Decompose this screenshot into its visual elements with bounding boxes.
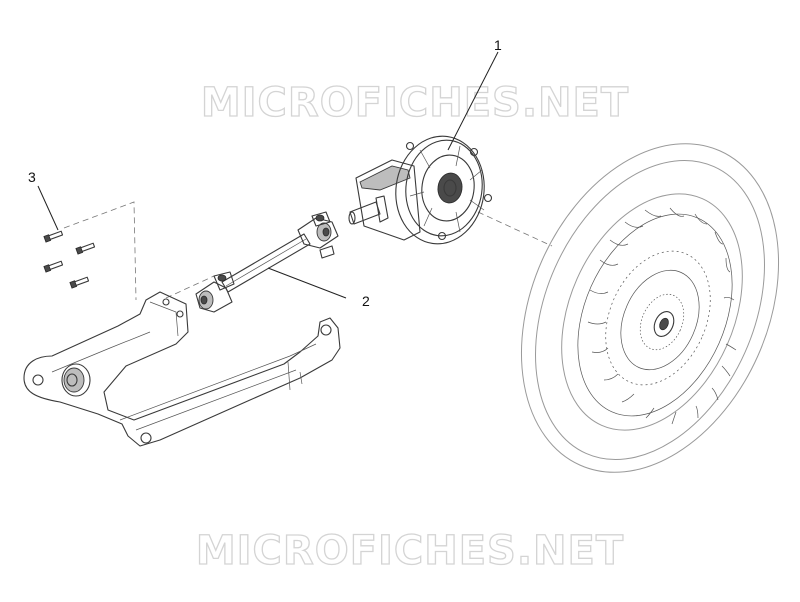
rear-wheel: [520, 143, 780, 473]
watermark-bottom: MICROFICHES.NET: [196, 528, 624, 574]
mounting-bolts: [43, 230, 96, 289]
assembly-guide-lines: [63, 201, 553, 301]
swing-arm: [23, 291, 341, 447]
leader-lines: [37, 51, 499, 299]
final-drive-housing: [348, 135, 493, 245]
callout-1: 1: [494, 37, 502, 53]
callout-2: 2: [362, 293, 370, 309]
watermark-top: MICROFICHES.NET: [201, 80, 629, 126]
callout-3: 3: [28, 169, 36, 185]
drive-shaft: [195, 211, 339, 313]
